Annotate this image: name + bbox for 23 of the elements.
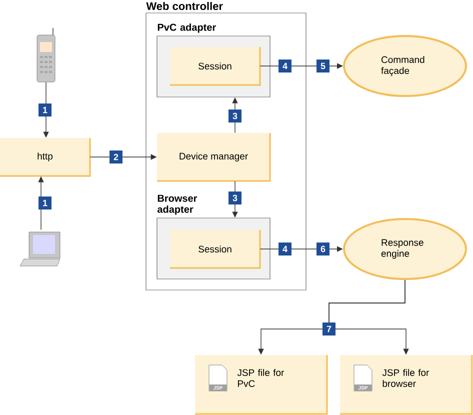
container-heading: Web controller <box>146 2 223 10</box>
computer-drawing <box>20 232 60 266</box>
step-badge: 2 <box>110 150 122 164</box>
phone-drawing <box>36 28 56 82</box>
step-badge: 6 <box>316 242 330 256</box>
arrow <box>260 246 343 252</box>
step-badge: 4 <box>278 60 292 72</box>
process-box: Device manager <box>157 133 271 182</box>
panel-heading: Browser adapter <box>158 194 198 215</box>
arrow <box>260 63 343 69</box>
file-label: JSP file for browser <box>382 369 430 387</box>
step-badge: 4 <box>278 242 292 256</box>
step-badge: 1 <box>38 196 52 210</box>
step-badge: 3 <box>228 110 242 122</box>
step-badge: 5 <box>316 60 330 72</box>
step-badge: 1 <box>38 104 52 116</box>
process-box: Session <box>170 230 261 269</box>
file-label: JSP file for PvC <box>237 369 284 387</box>
panel-heading: PvC adapter <box>158 23 216 33</box>
process-box: Session <box>170 47 261 86</box>
process-box: http <box>0 138 91 177</box>
step-badge: 3 <box>228 192 242 204</box>
step-badge: 7 <box>322 322 336 336</box>
